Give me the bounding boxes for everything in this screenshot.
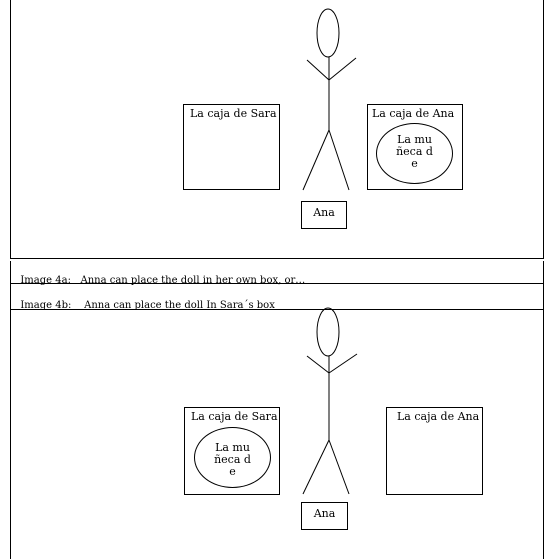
box-ana: La caja de Ana (367, 104, 463, 190)
head (316, 307, 340, 357)
stick-figure-ana-a (302, 8, 357, 191)
panel-4a: La caja de Sara La caja de Ana La muñeca… (10, 0, 544, 259)
doll-label: La muñeca de (214, 441, 251, 478)
box-sara-label: La caja de Sara (190, 107, 277, 120)
box-sara-label: La caja de Sara (191, 410, 278, 423)
caption-4b: Image 4b: Anna can place the doll In Sar… (10, 284, 544, 311)
right-leg (328, 439, 350, 495)
box-ana-label: La caja de Ana (397, 410, 480, 423)
box-sara: La caja de Sara (183, 104, 280, 190)
caption-4a-text: Image 4a: Anna can place the doll in her… (20, 275, 306, 286)
right-arm (328, 353, 358, 374)
box-ana: La caja de Ana (386, 407, 483, 495)
box-sara: La caja de Sara (184, 407, 280, 495)
stick-figure-ana-b (302, 307, 358, 495)
head (316, 8, 340, 58)
ana-label: Ana (313, 507, 336, 520)
box-ana-label: La caja de Ana (372, 107, 455, 120)
right-arm (328, 57, 357, 81)
doll: La muñeca de (194, 427, 271, 488)
left-leg (302, 439, 330, 495)
left-arm (306, 59, 330, 81)
caption-4b-text: Image 4b: Anna can place the doll In Sar… (20, 300, 275, 311)
caption-4a: Image 4a: Anna can place the doll in her… (10, 261, 544, 286)
ana-label-box: Ana (301, 201, 347, 229)
right-leg (328, 129, 350, 191)
panel-4b: La caja de Sara La muñeca de La caja de … (10, 307, 544, 559)
doll: La muñeca de (376, 123, 453, 184)
left-arm (306, 355, 330, 374)
ana-label: Ana (313, 206, 335, 219)
doll-label: La muñeca de (396, 133, 433, 170)
ana-label-box: Ana (301, 502, 348, 530)
left-leg (302, 129, 330, 191)
